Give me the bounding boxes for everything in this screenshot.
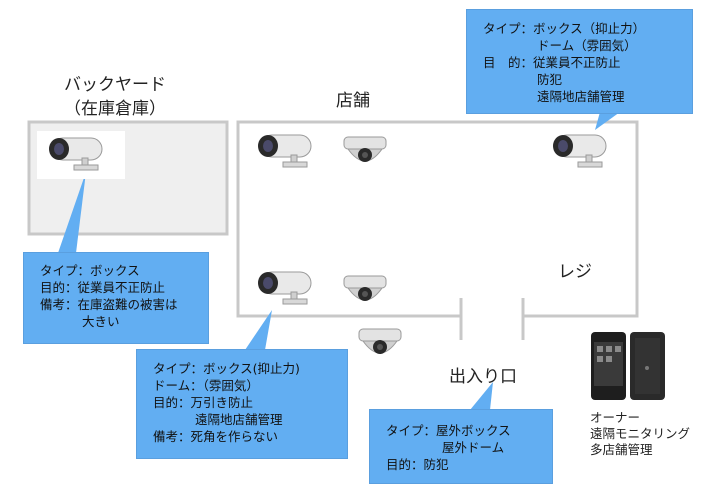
register-label: レジ <box>558 262 592 282</box>
callout-top-right-line3: 目 的：従業員不正防止 <box>483 55 621 70</box>
callout-top-right-line4: 防犯 <box>537 72 563 87</box>
callout-store-left-line3: 目的：万引き防止 <box>153 395 254 410</box>
callout-backyard-line1: タイプ：ボックス <box>40 263 140 278</box>
callout-store-left-line1: タイプ：ボックス(抑止力) <box>153 361 300 376</box>
owner-line2: 遠隔モニタリング <box>590 426 691 441</box>
callout-top-right-line1: タイプ：ボックス（抑止力） <box>483 21 646 36</box>
callout-entrance: タイプ：屋外ボックス 屋外ドーム 目的：防犯 <box>369 409 553 484</box>
dome-camera-icon <box>343 136 387 162</box>
callout-entrance-line2: 屋外ドーム <box>442 440 505 455</box>
outdoor-dome-camera-icon <box>358 328 402 354</box>
backyard-title-line1: バックヤード <box>64 75 166 95</box>
callout-backyard-line3: 備考：在庫盗難の被害は <box>40 297 178 312</box>
callout-entrance-line3: 目的：防犯 <box>386 457 449 472</box>
callout-store-left-line4: 遠隔地店舗管理 <box>195 412 283 427</box>
callout-top-right: タイプ：ボックス（抑止力） ドーム（雰囲気） 目 的：従業員不正防止 防犯 遠隔… <box>466 9 693 114</box>
owner-line1: オーナー <box>590 410 641 425</box>
smartphone-icon <box>591 332 665 400</box>
callout-entrance-line1: タイプ：屋外ボックス <box>386 423 511 438</box>
store-room <box>236 120 639 318</box>
box-camera-icon <box>258 271 312 305</box>
callout-pointer-store-left <box>245 310 272 350</box>
callout-top-right-line5: 遠隔地店舗管理 <box>537 89 625 104</box>
callout-pointer-top-right <box>595 112 620 130</box>
callout-backyard-line4: 大きい <box>82 314 120 329</box>
callout-store-left-line2: ドーム：（雰囲気） <box>153 378 259 393</box>
callout-store-left-line5: 備考：死角を作らない <box>153 429 279 444</box>
callout-store-left: タイプ：ボックス(抑止力) ドーム：（雰囲気） 目的：万引き防止 遠隔地店舗管理… <box>136 349 348 459</box>
callout-pointer-entrance <box>470 382 493 410</box>
box-camera-icon <box>49 137 103 171</box>
box-camera-icon <box>258 134 312 168</box>
callout-backyard: タイプ：ボックス 目的：従業員不正防止 備考：在庫盗難の被害は 大きい <box>23 252 209 344</box>
callout-backyard-line2: 目的：従業員不正防止 <box>40 280 166 295</box>
callout-pointer-backyard <box>58 172 86 253</box>
owner-line3: 多店舗管理 <box>590 442 653 457</box>
callout-top-right-line2: ドーム（雰囲気） <box>537 38 637 53</box>
box-camera-icon <box>553 134 607 168</box>
dome-camera-icon <box>343 275 387 301</box>
owner-label: オーナー 遠隔モニタリング 多店舗管理 <box>590 410 690 458</box>
store-title: 店舗 <box>336 91 370 111</box>
entrance-label: 出入り口 <box>449 367 517 387</box>
backyard-title-line2: （在庫倉庫） <box>64 99 166 119</box>
